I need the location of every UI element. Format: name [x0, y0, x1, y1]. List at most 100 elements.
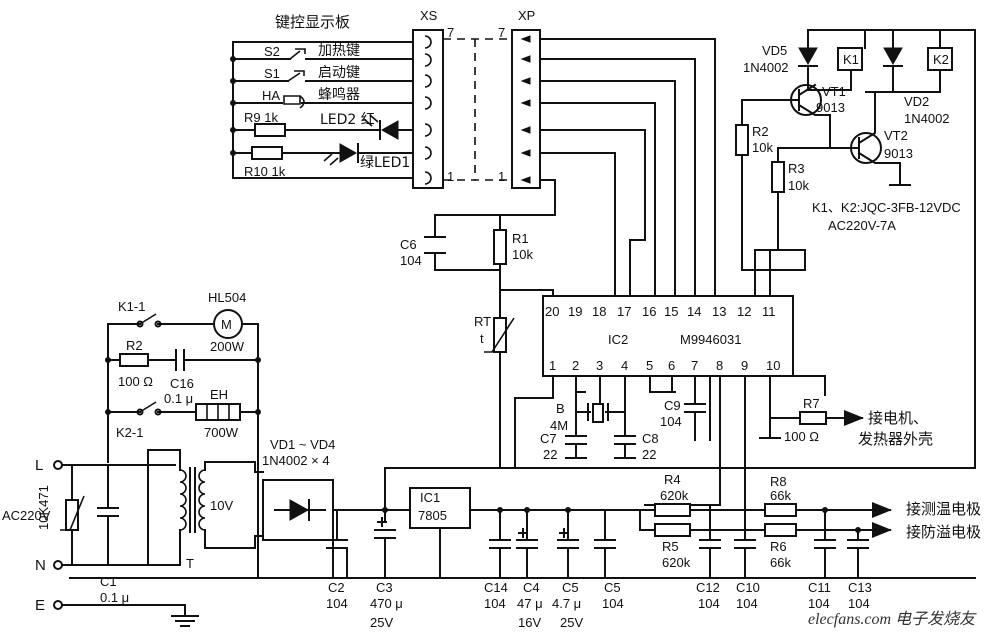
ic2-peripherals: C6 104 R1 10k RT t B 4M C7 22 C8 22 C9 1… [400, 214, 933, 531]
svg-text:R8: R8 [770, 474, 787, 489]
svg-text:104: 104 [660, 414, 682, 429]
s1-desc: 启动键 [318, 65, 360, 81]
svg-text:9013: 9013 [884, 146, 913, 161]
svg-text:4M: 4M [550, 418, 568, 433]
ha-label: HA [262, 88, 280, 103]
svg-text:104: 104 [848, 596, 870, 611]
svg-text:620k: 620k [662, 555, 691, 570]
svg-text:10K471: 10K471 [36, 485, 51, 530]
ic2-bottom-pin: 8 [716, 358, 723, 373]
led2-label: LED2 红 [320, 112, 375, 128]
ic2-top-pin: 14 [687, 304, 701, 319]
resistor-r1 [493, 229, 507, 265]
svg-text:C16: C16 [170, 376, 194, 391]
r10-label: R10 1k [244, 164, 286, 179]
ic2-bottom-pin: 2 [572, 358, 579, 373]
svg-text:10k: 10k [512, 247, 533, 262]
svg-text:C13: C13 [848, 580, 872, 595]
svg-text:104: 104 [736, 596, 758, 611]
svg-text:7805: 7805 [418, 508, 447, 523]
svg-text:E: E [35, 597, 45, 614]
svg-text:200W: 200W [210, 339, 245, 354]
ic2-part: M9946031 [680, 332, 741, 347]
svg-text:K1: K1 [843, 52, 859, 67]
svg-text:N: N [35, 557, 46, 574]
xs-pin7: 7 [447, 25, 454, 40]
svg-text:66k: 66k [770, 555, 791, 570]
svg-text:0.1 μ: 0.1 μ [164, 391, 193, 406]
led1-green [323, 143, 359, 166]
resistor-r5 [654, 523, 691, 537]
ic2-bottom-pin: 7 [691, 358, 698, 373]
svg-text:RT: RT [474, 314, 491, 329]
svg-text:1N4002: 1N4002 [743, 60, 789, 75]
ic2-top-pin: 20 [545, 304, 559, 319]
transformer-t [189, 467, 196, 533]
s2-label: S2 [264, 44, 280, 59]
svg-text:1N4002: 1N4002 [904, 111, 950, 126]
svg-text:104: 104 [698, 596, 720, 611]
panel-title: 键控显示板 [275, 13, 350, 31]
svg-text:EH: EH [210, 387, 228, 402]
svg-text:47 μ: 47 μ [517, 596, 543, 611]
ic2-top-pin: 15 [664, 304, 678, 319]
ic2-top-pin: 17 [617, 304, 631, 319]
svg-text:9013: 9013 [816, 100, 845, 115]
electrode-sense-section: R4 620k R8 66k R5 620k R6 66k C12 104 C1… [639, 472, 981, 611]
svg-text:C7: C7 [540, 431, 557, 446]
svg-text:T: T [186, 556, 194, 571]
ic1-7805 [409, 487, 471, 529]
ic2-top-pin: 13 [712, 304, 726, 319]
svg-text:C2: C2 [328, 580, 345, 595]
resistor-r10 [251, 146, 283, 160]
ic2-top-pin: 12 [737, 304, 751, 319]
svg-text:接电机、: 接电机、 [868, 409, 928, 427]
connector-xs: XS 7 1 [412, 8, 454, 189]
svg-text:R3: R3 [788, 161, 805, 176]
ic2-name: IC2 [608, 332, 628, 347]
svg-text:AC220V-7A: AC220V-7A [828, 218, 896, 233]
svg-text:R2: R2 [126, 338, 143, 353]
svg-text:VD5: VD5 [762, 43, 787, 58]
svg-text:104: 104 [808, 596, 830, 611]
svg-text:C14: C14 [484, 580, 508, 595]
svg-text:R4: R4 [664, 472, 681, 487]
key-display-panel: 键控显示板 S2 加热键 S1 [230, 13, 426, 179]
svg-text:104: 104 [602, 596, 624, 611]
svg-text:10V: 10V [210, 498, 233, 513]
svg-text:t: t [480, 331, 484, 346]
xp-label: XP [518, 8, 535, 23]
temp-electrode-label: 接测温电极 [906, 500, 981, 518]
resistor-r9 [254, 123, 286, 137]
svg-text:C10: C10 [736, 580, 760, 595]
svg-text:C4: C4 [523, 580, 540, 595]
s1-label: S1 [264, 66, 280, 81]
connector-xp: XP 7 1 [498, 8, 541, 189]
xs-label: XS [420, 8, 438, 23]
svg-text:470 μ: 470 μ [370, 596, 403, 611]
resistor-r4 [654, 503, 691, 517]
svg-text:VD2: VD2 [904, 94, 929, 109]
ic2-bottom-pin: 10 [766, 358, 780, 373]
svg-text:VT2: VT2 [884, 128, 908, 143]
svg-text:IC1: IC1 [420, 490, 440, 505]
power-section: L N E AC220V 10K471 C1 0.1 μ T 10V VD1 ~… [2, 437, 976, 630]
svg-text:16V: 16V [518, 615, 541, 630]
svg-text:1N4002 × 4: 1N4002 × 4 [262, 453, 330, 468]
svg-text:C9: C9 [664, 398, 681, 413]
resistor-r8 [764, 503, 797, 517]
ic2-top-pin: 11 [762, 304, 776, 319]
svg-text:4.7 μ: 4.7 μ [552, 596, 581, 611]
r9-label: R9 1k [244, 110, 278, 125]
svg-text:C12: C12 [696, 580, 720, 595]
ic2-top-pin: 18 [592, 304, 606, 319]
svg-text:K1-1: K1-1 [118, 299, 145, 314]
svg-text:10k: 10k [788, 178, 809, 193]
svg-text:100 Ω: 100 Ω [118, 374, 153, 389]
r4-value: 620k [660, 488, 689, 503]
ic2-bottom-pin: 9 [741, 358, 748, 373]
svg-text:HL504: HL504 [208, 290, 246, 305]
led2-red [363, 114, 399, 140]
ic2-bottom-pin: 5 [646, 358, 653, 373]
overflow-electrode-label: 接防溢电极 [906, 523, 981, 541]
